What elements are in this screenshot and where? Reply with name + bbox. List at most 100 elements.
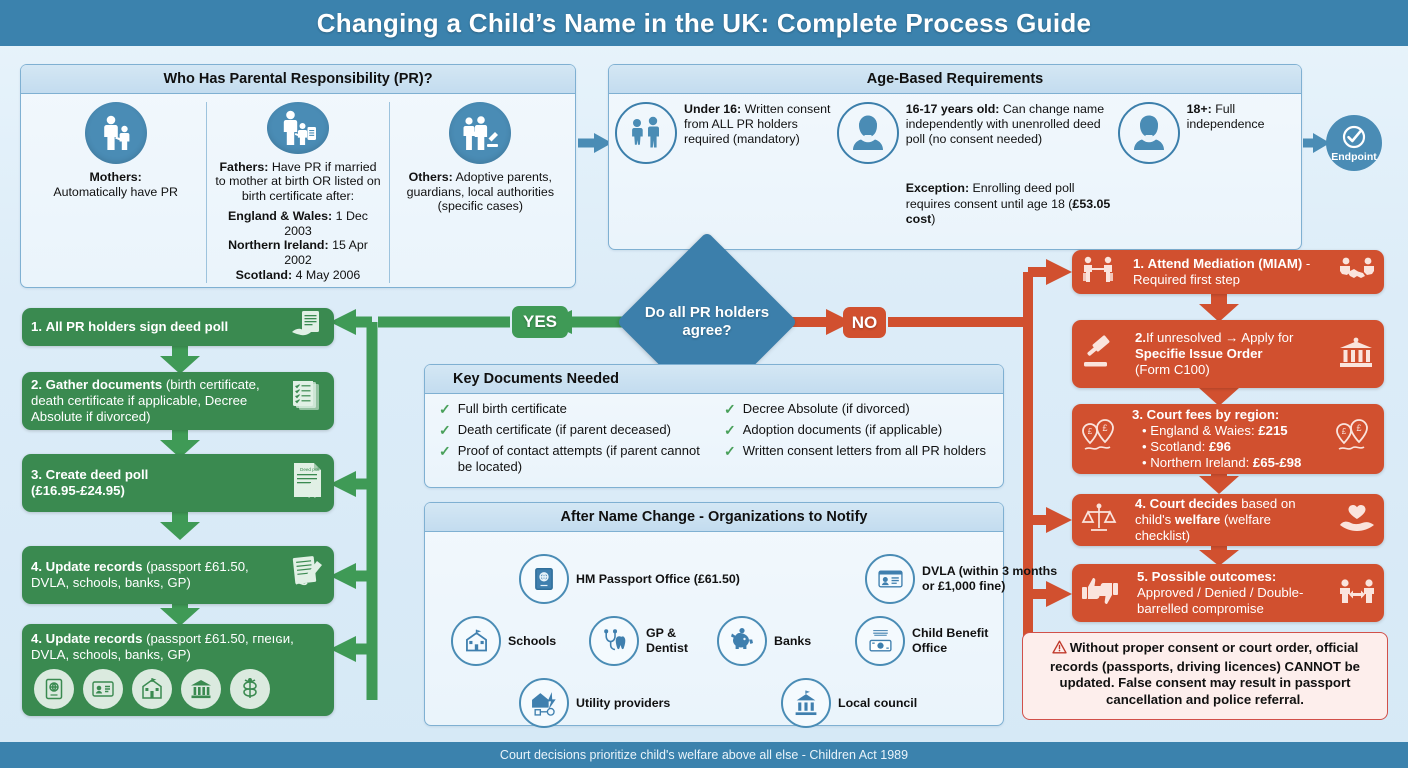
green-step-2-rest: (birth certificate, death certificate if… bbox=[31, 377, 260, 424]
org-label: Banks bbox=[774, 633, 812, 648]
green-step-5-rest: (passport £61.50, гпеıɢи, DVLA, schools,… bbox=[31, 631, 294, 662]
pr-date-row: Northern Ireland: 15 Apr 2002 bbox=[215, 238, 380, 268]
red-fee-region: Scotland: bbox=[1150, 439, 1206, 454]
docs-panel-title: Key Documents Needed bbox=[425, 365, 1003, 394]
bank-icon bbox=[181, 669, 221, 709]
org-node-child-benefit[interactable]: Child Benefit Office bbox=[855, 616, 1000, 666]
red-step-5-rest: Approved / Denied / Double-barrelled com… bbox=[1137, 585, 1304, 616]
thumbs-up-down-icon bbox=[1072, 575, 1128, 612]
gavel-icon bbox=[1072, 335, 1126, 374]
org-label: Schools bbox=[508, 633, 557, 648]
green-step-1[interactable]: 1. All PR holders sign deed poll bbox=[22, 308, 334, 346]
docs-item: ✓Adoption documents (if applicable) bbox=[724, 422, 991, 438]
org-label: Utility providers bbox=[576, 695, 671, 710]
age-item-16to17: 16-17 years old: Can change name indepen… bbox=[836, 102, 1118, 227]
red-step-5-num: 5. bbox=[1137, 569, 1148, 585]
red-step-1[interactable]: 1. Attend Mediation (MIAM) - Required fi… bbox=[1072, 250, 1384, 294]
red-step-3[interactable]: £ £ 3. Court fees by region: • England &… bbox=[1072, 404, 1384, 474]
svg-text:£: £ bbox=[1102, 423, 1107, 433]
svg-text:£: £ bbox=[1356, 423, 1361, 433]
docs-item-label: Death certificate (if parent deceased) bbox=[457, 422, 671, 438]
docs-item: ✓Proof of contact attempts (if parent ca… bbox=[439, 443, 706, 474]
parental-responsibility-panel: Who Has Parental Responsibility (PR)? Mo… bbox=[20, 64, 576, 288]
red-step-4[interactable]: 4. Court decides based on child's welfar… bbox=[1072, 494, 1384, 546]
org-node-passport[interactable]: HM Passport Office (£61.50) bbox=[519, 554, 740, 604]
red-fee-region: England & Waies: bbox=[1150, 423, 1255, 439]
yes-branch-label[interactable]: YES bbox=[512, 306, 568, 338]
endpoint-node[interactable]: Endpoint bbox=[1326, 115, 1382, 171]
pr-panel-title: Who Has Parental Responsibility (PR)? bbox=[21, 65, 575, 94]
green-step-5[interactable]: 4. Update records (passport £61.50, гпеı… bbox=[22, 624, 334, 716]
red-step-3-num: 3. bbox=[1132, 407, 1143, 423]
org-node-schools[interactable]: Schools bbox=[451, 616, 556, 666]
benefit-money-icon bbox=[855, 616, 905, 666]
org-node-dvla[interactable]: DVLA (within 3 months or £1,000 fine) bbox=[865, 554, 1072, 604]
org-node-utilities[interactable]: Utility providers bbox=[519, 678, 670, 728]
org-node-local-council[interactable]: Local council bbox=[781, 678, 917, 728]
red-step-2-text: 2.If unresolved → Apply for Specifie Iss… bbox=[1126, 323, 1328, 385]
green-step-2-text: 2. Gather documents (birth certificate, … bbox=[22, 370, 282, 432]
red-step-1-num: 1. bbox=[1133, 256, 1144, 272]
pr-fathers-desc: Have PR if married to mother at birth OR… bbox=[215, 159, 381, 203]
check-icon: ✓ bbox=[724, 443, 736, 460]
pr-column-fathers: Fathers: Have PR if married to mother at… bbox=[206, 102, 388, 283]
age-16to17-bold: 16-17 years old: bbox=[905, 102, 1000, 116]
age-18plus-bold: 18+: bbox=[1186, 102, 1212, 116]
docs-item: ✓ Decree Absolute (if divorced) bbox=[724, 401, 991, 417]
green-step-3-bold: Create deed poll bbox=[45, 467, 149, 483]
green-step-5-text: 4. Update records (passport £61.50, гпеı… bbox=[22, 624, 334, 667]
age-exception-cost: £53.05 cost bbox=[905, 196, 1111, 226]
age-panel-title: Age-Based Requirements bbox=[609, 65, 1301, 94]
age-18plus-desc: Full independence bbox=[1186, 102, 1265, 132]
red-step-2-rest: (Form C100) bbox=[1135, 361, 1210, 377]
driving-licence-icon bbox=[865, 554, 915, 604]
red-step-5[interactable]: 5. Possible outcomes: Approved / Denied … bbox=[1072, 564, 1384, 622]
pr-column-mothers: Mothers: Automatically have PR bbox=[25, 102, 206, 283]
green-step-3-rest: (£16.95-£24.95) bbox=[31, 483, 125, 498]
org-label: GP & Dentist bbox=[646, 626, 688, 655]
docs-item: ✓Death certificate (if parent deceased) bbox=[439, 422, 706, 438]
green-step-2[interactable]: 2. Gather documents (birth certificate, … bbox=[22, 372, 334, 430]
orgs-panel-title: After Name Change - Organizations to Not… bbox=[425, 503, 1003, 532]
red-step-2[interactable]: 2.If unresolved → Apply for Specifie Iss… bbox=[1072, 320, 1384, 388]
father-child-document-icon bbox=[266, 102, 329, 154]
age-under16-bold: Under 16: bbox=[684, 102, 742, 116]
org-label: HM Passport Office (£61.50) bbox=[576, 571, 740, 586]
age-under16-desc: Written consent from ALL PR holders requ… bbox=[684, 102, 831, 147]
passport-icon bbox=[519, 554, 569, 604]
green-step-1-num: 1. bbox=[31, 319, 42, 335]
age-exception-tail: ) bbox=[931, 211, 936, 226]
age-16to17-desc: Can change name independently with unenr… bbox=[905, 102, 1105, 147]
age-16to17-text: 16-17 years old: Can change name indepen… bbox=[906, 102, 1118, 147]
pr-others-bold: Others: bbox=[408, 170, 453, 184]
docs-item-label: Decree Absolute (if divorced) bbox=[742, 401, 910, 416]
medical-caduceus-icon bbox=[230, 669, 270, 709]
green-step-4[interactable]: 4. Update records (passport £61.50, DVLA… bbox=[22, 546, 334, 604]
green-step-1-text: 1. All PR holders sign deed poll bbox=[22, 312, 282, 342]
pr-mothers-bold: Mothers: bbox=[89, 170, 142, 184]
no-branch-label[interactable]: NO bbox=[843, 307, 886, 338]
red-step-2-bold: Specifie Issue Order bbox=[1135, 346, 1263, 362]
mediation-session-icon bbox=[1072, 255, 1124, 290]
money-location-pin-icon: £ £ bbox=[1326, 418, 1384, 461]
check-icon: ✓ bbox=[724, 401, 736, 417]
green-step-3[interactable]: 3. Create deed poll (£16.95-£24.95) Deed… bbox=[22, 454, 334, 512]
red-step-4-bold: Court decides bbox=[1149, 496, 1238, 512]
org-node-gp-dentist[interactable]: GP & Dentist bbox=[589, 616, 720, 666]
pr-date-value: 1 Dec 2003 bbox=[284, 208, 368, 238]
green-step-4-bold: Update records bbox=[45, 559, 143, 575]
red-step-5-bold: Possible outcomes: bbox=[1151, 569, 1277, 585]
key-documents-panel: Key Documents Needed ✓ Full birth certifi… bbox=[424, 364, 1004, 488]
pr-fathers-dates: England & Wales: 1 Dec 2003 Northern Ire… bbox=[215, 209, 380, 283]
adult-avatar-icon bbox=[1117, 102, 1180, 164]
org-label: Child Benefit Office bbox=[912, 626, 989, 655]
org-node-banks[interactable]: Banks bbox=[717, 616, 811, 666]
org-label: Local council bbox=[838, 695, 918, 710]
warning-triangle-icon bbox=[1052, 640, 1067, 659]
pr-mothers-desc: Automatically have PR bbox=[53, 184, 178, 199]
endpoint-label: Endpoint bbox=[1331, 150, 1377, 163]
docs-item-label: Full birth certificate bbox=[457, 401, 567, 416]
red-step-4-rest2: (welfare checklist) bbox=[1135, 512, 1271, 543]
age-exception-text: Exception: Enrolling deed poll requires … bbox=[906, 181, 1118, 226]
pr-date-region: Scotland: bbox=[235, 268, 293, 283]
